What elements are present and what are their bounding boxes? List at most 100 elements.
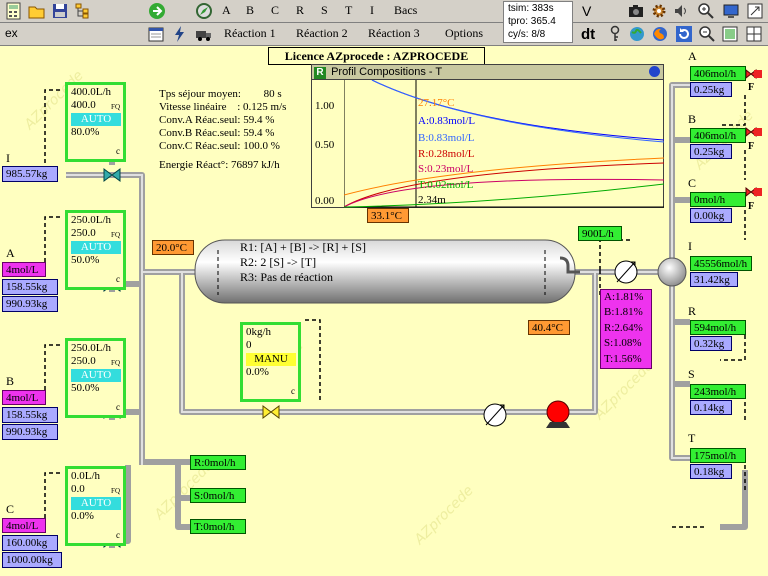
setpoint-flow: 0.0L/h [71, 470, 101, 482]
lightning-icon[interactable] [171, 25, 189, 43]
menu-v[interactable]: V [582, 3, 592, 19]
tree-icon[interactable] [74, 2, 92, 20]
heat-exchanger-icon[interactable] [483, 403, 507, 427]
controller-c-label: c [116, 274, 120, 284]
tank-a-mass: 0.25kg [690, 82, 732, 97]
feed-b-mass-2: 990.93kg [2, 424, 58, 440]
gear-icon[interactable] [650, 2, 668, 20]
heat-exchanger-icon[interactable] [614, 260, 638, 284]
tank-label-t: T [688, 431, 696, 445]
composition-profile-window[interactable]: R Profil Compositions - T 1.00 0.50 0.00… [311, 64, 664, 208]
b-curve [371, 80, 664, 143]
feed-controller-a[interactable]: 250.0L/h 250.0 FQ AUTO 50.0% c [65, 210, 126, 290]
reactor-temperature: 33.1°C [367, 208, 409, 223]
run-arrow-icon[interactable] [148, 2, 166, 20]
menu-t[interactable]: T [345, 3, 353, 17]
camera-icon[interactable] [627, 2, 645, 20]
y-tick: 0.00 [315, 195, 335, 207]
dt-button[interactable]: dt [581, 26, 596, 43]
feed-label-a: A [6, 246, 15, 260]
menu-c[interactable]: C [271, 3, 280, 17]
velocity-label: Vitesse linéaire [159, 101, 227, 113]
tab-reaction-3[interactable]: Réaction 3 [368, 26, 420, 40]
resize-icon[interactable] [746, 2, 764, 20]
setpoint-flow: 250.0L/h [71, 342, 112, 354]
mode-button[interactable]: AUTO [71, 113, 121, 126]
menu-b[interactable]: B [246, 3, 255, 17]
s-readout: S:0.23mol/L [418, 163, 474, 175]
valve-opening: 80.0% [71, 126, 100, 138]
s-curve [344, 178, 664, 208]
valve-opening: 0.0% [246, 366, 269, 378]
speaker-icon[interactable] [672, 2, 690, 20]
plot-close-icon[interactable] [649, 66, 660, 77]
cooling-controller[interactable]: 0kg/h 0 MANU 0.0% c [240, 322, 301, 402]
distance-readout: 2.34m [418, 194, 446, 206]
conversion-c: Conv.C Réac.seul: 100.0 % [159, 140, 280, 152]
open-folder-icon[interactable] [28, 2, 46, 20]
tank-label-i: I [688, 239, 692, 253]
feed-controller-b[interactable]: 250.0L/h 250.0 FQ AUTO 50.0% c [65, 338, 126, 418]
pump[interactable] [546, 400, 570, 428]
menu-a[interactable]: A [222, 3, 231, 17]
b-readout: B:0.83mol/L [418, 132, 475, 144]
key-icon[interactable] [606, 25, 624, 43]
menu-bacs[interactable]: Bacs [394, 3, 418, 17]
refresh-icon[interactable] [675, 25, 693, 43]
monitor-icon[interactable] [722, 2, 740, 20]
truck-icon[interactable] [195, 25, 213, 43]
tank-valve-icon[interactable] [745, 68, 762, 80]
tank-valve-icon[interactable] [745, 126, 762, 138]
feed-c-mass-2: 1000.00kg [2, 552, 62, 568]
feed-label-c: C [6, 502, 15, 516]
temp-curve [344, 157, 664, 196]
tank-label-s: S [688, 367, 695, 381]
fq-label: FQ [111, 103, 120, 111]
measured-flow: 250.0 [71, 355, 96, 367]
feed-controller-c[interactable]: 0.0L/h 0.0 FQ AUTO 0.0% c [65, 466, 126, 546]
menu-i[interactable]: I [370, 3, 374, 17]
grid-icon[interactable] [745, 25, 763, 43]
mode-button[interactable]: AUTO [71, 497, 121, 510]
setpoint-flow: 400.0L/h [71, 86, 112, 98]
mode-button[interactable]: AUTO [71, 241, 121, 254]
zoom-in-icon[interactable] [697, 2, 715, 20]
fq-label: FQ [111, 487, 120, 495]
tab-options[interactable]: Options [445, 26, 484, 40]
residence-time-label: Tps séjour moyen: [159, 88, 241, 100]
mode-button[interactable]: AUTO [71, 369, 121, 382]
controller-c-label: c [116, 402, 120, 412]
compass-icon[interactable] [195, 2, 213, 20]
zoom-out-icon[interactable] [698, 25, 716, 43]
velocity-value: : 0.125 m/s [237, 101, 287, 113]
r-curve [344, 162, 664, 208]
save-icon[interactable] [51, 2, 69, 20]
tab-reaction-2[interactable]: Réaction 2 [296, 26, 348, 40]
tab-reaction-1[interactable]: Réaction 1 [224, 26, 276, 40]
y-tick: 1.00 [315, 100, 335, 112]
controller-c-label: c [116, 146, 120, 156]
calendar-icon[interactable] [147, 25, 165, 43]
feed-a-concentration: 4mol/L [2, 262, 46, 277]
temp-readout: 27.17°C [418, 97, 455, 109]
t-readout: T:0.02mol/L [418, 179, 474, 191]
tank-valve-icon[interactable] [745, 186, 762, 198]
plot-titlebar[interactable]: R Profil Compositions - T [312, 65, 663, 80]
plot-title: Profil Compositions - T [331, 66, 443, 78]
feed-b-concentration: 4mol/L [2, 390, 46, 405]
globe-icon[interactable] [628, 25, 646, 43]
ex-label[interactable]: ex [5, 26, 18, 40]
outlet-comp-r: R:2.64% [604, 321, 643, 334]
firefox-icon[interactable] [651, 25, 669, 43]
fit-window-icon[interactable] [721, 25, 739, 43]
feed-controller-i[interactable]: 400.0L/h 400.0 FQ AUTO 80.0% c [65, 82, 126, 162]
calculator-icon[interactable] [5, 2, 23, 20]
menu-s[interactable]: S [321, 3, 328, 17]
mode-button[interactable]: MANU [246, 353, 296, 366]
controller-c-label: c [116, 530, 120, 540]
reactor [194, 239, 580, 304]
menu-r[interactable]: R [296, 3, 305, 17]
feed-label-i: I [6, 151, 10, 165]
cys-value: cy/s: 8/8 [508, 29, 546, 40]
feed-c-mass-1: 160.00kg [2, 535, 58, 551]
